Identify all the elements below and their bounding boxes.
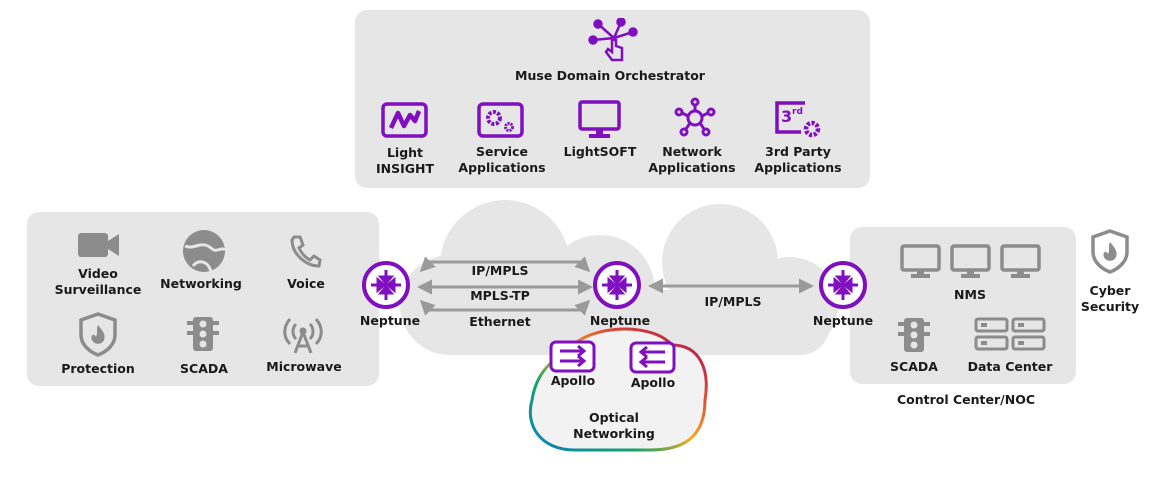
control-center-title: Control Center/NOC xyxy=(896,392,1036,407)
apollo-label: Apollo xyxy=(550,373,596,388)
link-label: MPLS-TP xyxy=(470,288,530,303)
traffic-light-icon xyxy=(187,317,219,351)
orchestrator-title: Muse Domain Orchestrator xyxy=(515,68,705,83)
link-label: IP/MPLS xyxy=(704,294,762,309)
access-label: SCADA xyxy=(180,361,228,376)
link-ip-mpls xyxy=(419,256,591,273)
access-label: Networking xyxy=(160,276,242,291)
apollo-label: Apollo xyxy=(630,375,676,390)
antenna-icon xyxy=(283,318,323,354)
shield-flame-icon xyxy=(1091,229,1129,274)
neptune-label: Neptune xyxy=(812,313,874,328)
waveform-chart-icon xyxy=(381,102,428,138)
monitor-icon xyxy=(950,244,992,284)
access-label: Microwave xyxy=(266,359,342,374)
apollo-icon xyxy=(549,340,596,373)
neptune-router-icon xyxy=(593,261,641,309)
monitor-icon xyxy=(1000,244,1042,284)
data-center-label: Data Center xyxy=(967,359,1053,374)
hand-touch-network-icon xyxy=(588,18,638,62)
access-label: Protection xyxy=(61,361,135,376)
svg-text:rd: rd xyxy=(792,107,803,117)
access-label: Voice xyxy=(287,276,325,291)
neptune-router-icon xyxy=(362,261,410,309)
link-ethernet xyxy=(419,299,591,316)
phone-icon xyxy=(290,235,322,268)
network-hub-icon xyxy=(674,97,716,137)
video-camera-icon xyxy=(78,233,119,257)
shield-flame-icon xyxy=(79,312,117,357)
nms-label: NMS xyxy=(954,287,986,302)
scada-label: SCADA xyxy=(890,359,938,374)
apollo-icon xyxy=(629,341,676,374)
gears-window-icon xyxy=(477,102,524,138)
traffic-light-icon xyxy=(898,318,930,352)
svg-text:3: 3 xyxy=(781,107,792,126)
monitor-icon xyxy=(578,100,621,138)
link-label: IP/MPLS xyxy=(471,263,529,278)
server-rack-icon xyxy=(974,317,1046,351)
monitor-icon xyxy=(900,244,942,284)
app-label: LightSOFT xyxy=(563,144,637,159)
link-label: Ethernet xyxy=(469,314,531,329)
neptune-label: Neptune xyxy=(359,313,421,328)
globe-icon xyxy=(183,230,227,273)
neptune-router-icon xyxy=(819,261,867,309)
neptune-label: Neptune xyxy=(589,313,651,328)
